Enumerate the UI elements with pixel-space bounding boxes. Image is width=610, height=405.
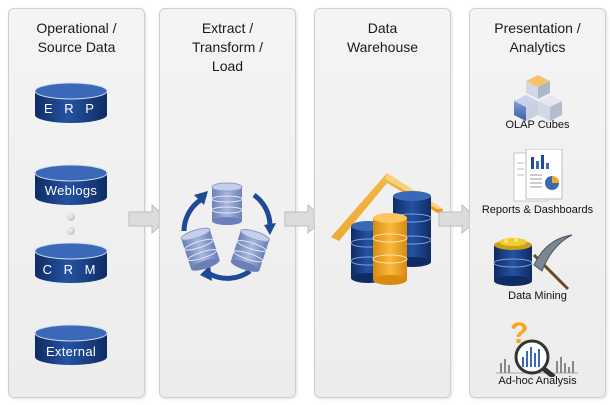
weblogs-database-icon: Weblogs (33, 163, 109, 207)
external-database-icon: External (33, 323, 109, 367)
panel-source-data: Operational / Source Data E R P Weblogs (8, 8, 145, 398)
data-warehouse-icon (325, 169, 443, 289)
panel-title-source: Operational / Source Data (36, 20, 117, 55)
external-label: External (45, 344, 97, 359)
crm-database-icon: C R M (33, 241, 109, 285)
ellipsis-dot-1 (67, 213, 75, 221)
olap-cubes-caption: OLAP Cubes (505, 119, 570, 131)
reports-dashboards-caption: Reports & Dashboards (481, 204, 594, 216)
olap-cubes-icon (510, 73, 566, 123)
erp-label: E R P (44, 101, 98, 116)
erp-database-icon: E R P (33, 81, 109, 125)
reports-dashboards-icon (512, 149, 564, 205)
adhoc-analysis-caption: Ad-hoc Analysis (498, 375, 577, 387)
etl-cycle-icon (172, 169, 284, 289)
data-mining-caption: Data Mining (508, 290, 567, 302)
panel-etl: Extract / Transform / Load (159, 8, 296, 398)
panel-data-warehouse: Data Warehouse (314, 8, 451, 398)
ellipsis-dot-2 (67, 227, 75, 235)
adhoc-analysis-icon: ? (496, 317, 580, 377)
weblogs-label: Weblogs (44, 183, 98, 198)
panel-title-etl: Extract / Transform / Load (191, 20, 264, 74)
crm-label: C R M (42, 262, 100, 277)
data-mining-icon (490, 231, 574, 291)
panel-title-warehouse: Data Warehouse (346, 20, 419, 55)
panel-analytics: Presentation / Analytics OLAP Cubes (469, 8, 606, 398)
panel-title-analytics: Presentation / Analytics (494, 20, 581, 55)
